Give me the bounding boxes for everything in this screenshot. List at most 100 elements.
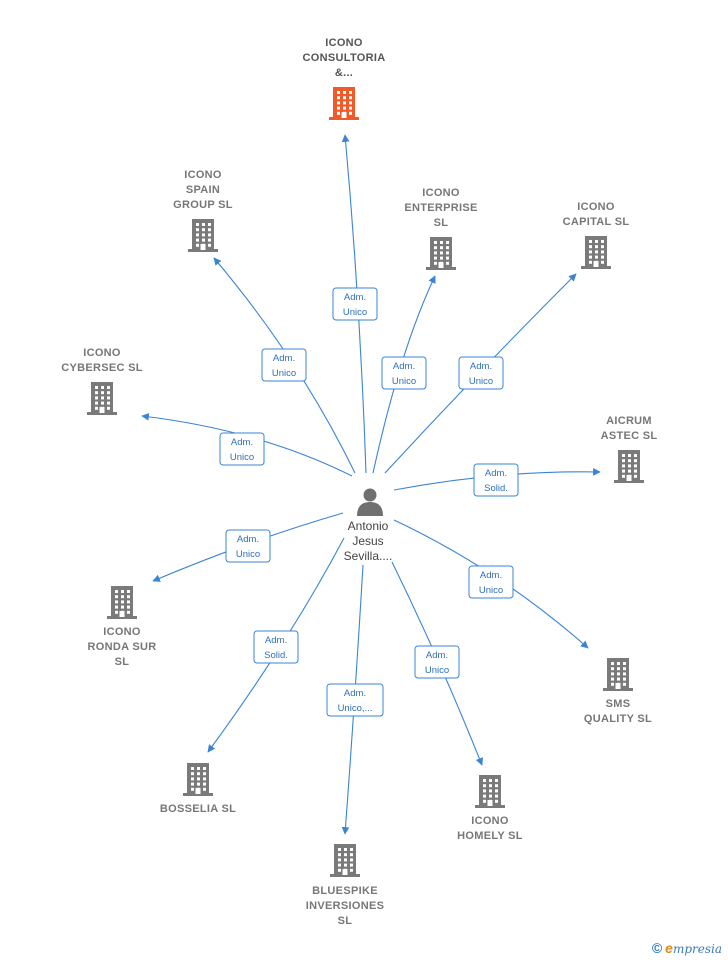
brand-name: mpresia (672, 942, 722, 956)
company-node-n2[interactable]: ICONO SPAIN GROUP SL (173, 169, 233, 252)
building-icon (183, 763, 213, 796)
edge-n8[interactable]: Adm. Unico (393, 519, 589, 649)
company-label: AICRUM (606, 415, 652, 427)
person-label: Jesus (352, 534, 383, 548)
edge-label-box[interactable] (473, 463, 519, 497)
edge-label-text: Unico (343, 307, 367, 318)
edge-n4[interactable]: Adm. Unico (384, 273, 577, 474)
brand-logo-e: e (665, 940, 673, 956)
edge-label-box[interactable] (458, 356, 504, 390)
edge-n6[interactable]: Adm. Solid. (393, 463, 601, 497)
edge-label-text: Adm. (273, 353, 295, 364)
company-label: ICONO (325, 37, 363, 49)
edge-label-box[interactable] (414, 645, 460, 679)
company-label: GROUP SL (173, 199, 233, 211)
edge-label-text: Unico (230, 452, 254, 463)
edge-label-text: Adm. (344, 292, 366, 303)
edge-label-text: Solid. (484, 483, 508, 494)
person-label: Antonio (348, 519, 389, 533)
edge-label-text: Unico (392, 376, 416, 387)
building-icon (614, 450, 644, 483)
company-label: &... (335, 67, 353, 79)
edge-label-box[interactable] (225, 529, 271, 563)
company-label: ICONO (471, 815, 509, 827)
edge-label-box[interactable] (381, 356, 427, 390)
company-label: CAPITAL SL (563, 216, 630, 228)
edge-label-text: Adm. (231, 437, 253, 448)
company-label: BOSSELIA SL (160, 803, 236, 815)
person-label: Sevilla.... (344, 549, 393, 563)
edge-label-box[interactable] (253, 630, 299, 664)
edge-label-text: Unico (236, 549, 260, 560)
footer-brand[interactable]: ©empresia (652, 940, 722, 956)
company-label: ICONO (184, 169, 222, 181)
edge-label-text: Adm. (470, 361, 492, 372)
company-label: ENTERPRISE (404, 202, 477, 214)
building-icon (87, 382, 117, 415)
building-icon (329, 87, 359, 120)
edge-n3[interactable]: Adm. Unico (372, 275, 436, 474)
building-icon (107, 586, 137, 619)
edge-label-box[interactable] (326, 683, 384, 717)
building-icon (426, 237, 456, 270)
company-label: QUALITY SL (584, 713, 652, 725)
company-node-n1[interactable]: ICONO CONSULTORIA &... (303, 37, 386, 120)
edge-label-text: Unico (469, 376, 493, 387)
person-icon (357, 488, 383, 516)
company-label: CONSULTORIA (303, 52, 386, 64)
edge-label-text: Unico (272, 368, 296, 379)
edges-layer: Adm.UnicoAdm.UnicoAdm.UnicoAdm.UnicoAdm.… (141, 134, 601, 835)
edge-n7[interactable]: Adm. Unico (152, 512, 344, 582)
edge-label-text: Adm. (344, 688, 366, 699)
company-label: HOMELY SL (457, 830, 523, 842)
company-label: BLUESPIKE (312, 885, 378, 897)
edge-label-text: Adm. (485, 468, 507, 479)
edge-label-text: Unico (425, 665, 449, 676)
company-label: ICONO (103, 626, 141, 638)
building-icon (188, 219, 218, 252)
edge-label-box[interactable] (261, 348, 307, 382)
edge-label-text: Unico,... (338, 703, 373, 714)
company-node-n10[interactable]: ICONO HOMELY SL (457, 775, 523, 842)
company-label: RONDA SUR (88, 641, 157, 653)
company-node-n11[interactable]: BLUESPIKE INVERSIONES SL (306, 844, 385, 927)
edge-label-box[interactable] (332, 287, 378, 321)
edge-n2[interactable]: Adm. Unico (213, 257, 356, 474)
edge-label-text: Unico (479, 585, 503, 596)
company-node-n8[interactable]: SMS QUALITY SL (584, 658, 652, 725)
company-node-n3[interactable]: ICONO ENTERPRISE SL (404, 187, 477, 270)
edge-n10[interactable]: Adm.Unico (391, 561, 484, 766)
company-node-n9[interactable]: BOSSELIA SL (160, 763, 236, 815)
company-label: SL (434, 217, 449, 229)
company-label: SL (338, 915, 353, 927)
copyright-icon: © (651, 940, 663, 956)
building-icon (475, 775, 505, 808)
edge-label-text: Adm. (480, 570, 502, 581)
edge-n5[interactable]: Adm. Unico (141, 412, 353, 477)
person-node[interactable]: AntonioJesusSevilla.... (344, 488, 393, 564)
edge-n1[interactable]: Adm. Unico (332, 134, 378, 474)
building-icon (330, 844, 360, 877)
company-label: SMS (606, 698, 631, 710)
company-label: ICONO (577, 201, 615, 213)
company-node-n7[interactable]: ICONO RONDA SUR SL (88, 586, 157, 668)
company-label: ICONO (422, 187, 460, 199)
edge-label-text: Adm. (265, 635, 287, 646)
edge-label-text: Solid. (264, 650, 288, 661)
relationship-graph: Adm.UnicoAdm.UnicoAdm.UnicoAdm.UnicoAdm.… (61, 37, 657, 927)
edge-label-text: Adm. (237, 534, 259, 545)
company-label: SPAIN (186, 184, 220, 196)
company-node-n4[interactable]: ICONO CAPITAL SL (563, 201, 630, 269)
edge-n9[interactable]: Adm. Solid. (207, 537, 345, 753)
company-label: SL (115, 656, 130, 668)
edge-label-box[interactable] (468, 565, 514, 599)
edge-n11[interactable]: Adm. Unico,... (326, 564, 384, 835)
company-label: ICONO (83, 347, 121, 359)
edge-label-text: Adm. (393, 361, 415, 372)
edge-label-box[interactable] (219, 432, 265, 466)
building-icon (603, 658, 633, 691)
company-label: INVERSIONES (306, 900, 385, 912)
